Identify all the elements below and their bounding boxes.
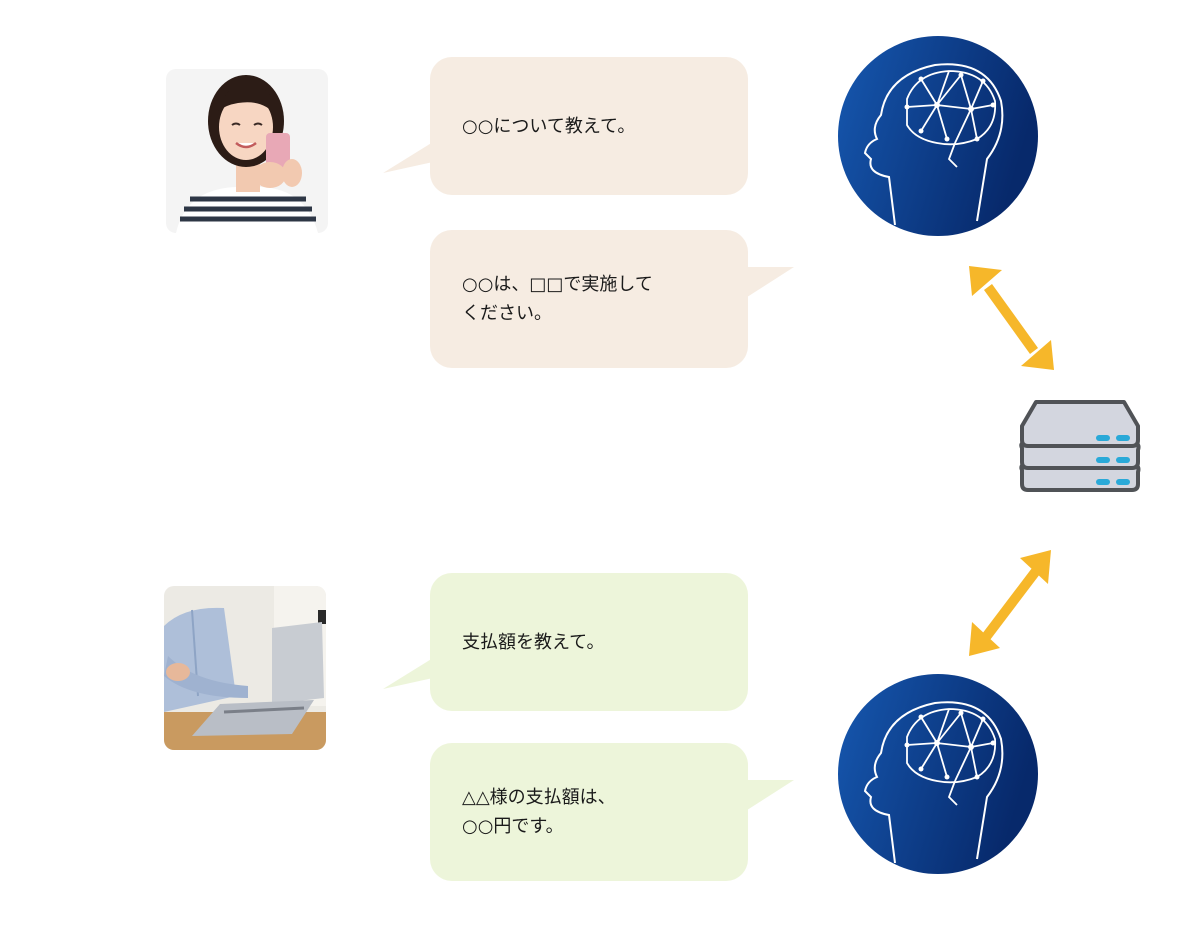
ai-answer-text: △△様の支払額は、 ○○円です。	[462, 787, 616, 837]
ai-brain-head-icon	[838, 674, 1038, 874]
bubble-tail-right	[744, 267, 794, 299]
user-question-bubble: ○○について教えて。	[430, 57, 748, 195]
ai-brain-head-icon	[838, 36, 1038, 236]
bubble-tail-left	[383, 142, 433, 173]
bubble-tail-right	[744, 780, 794, 812]
bidirectional-arrow-icon	[969, 266, 1054, 370]
woman-smartphone-photo	[166, 69, 328, 233]
server-stack-icon	[1019, 400, 1141, 492]
user-question-text: 支払額を教えて。	[462, 631, 605, 653]
man-laptop-photo	[164, 586, 326, 750]
bidirectional-arrow-icon	[969, 550, 1051, 656]
user-question-bubble: 支払額を教えて。	[430, 573, 748, 711]
ai-answer-text: ○○は、□□で実施して ください。	[462, 274, 653, 324]
bubble-tail-left	[383, 658, 433, 689]
ai-answer-bubble: ○○は、□□で実施して ください。	[430, 230, 748, 368]
ai-answer-bubble: △△様の支払額は、 ○○円です。	[430, 743, 748, 881]
user-question-text: ○○について教えて。	[462, 115, 636, 137]
